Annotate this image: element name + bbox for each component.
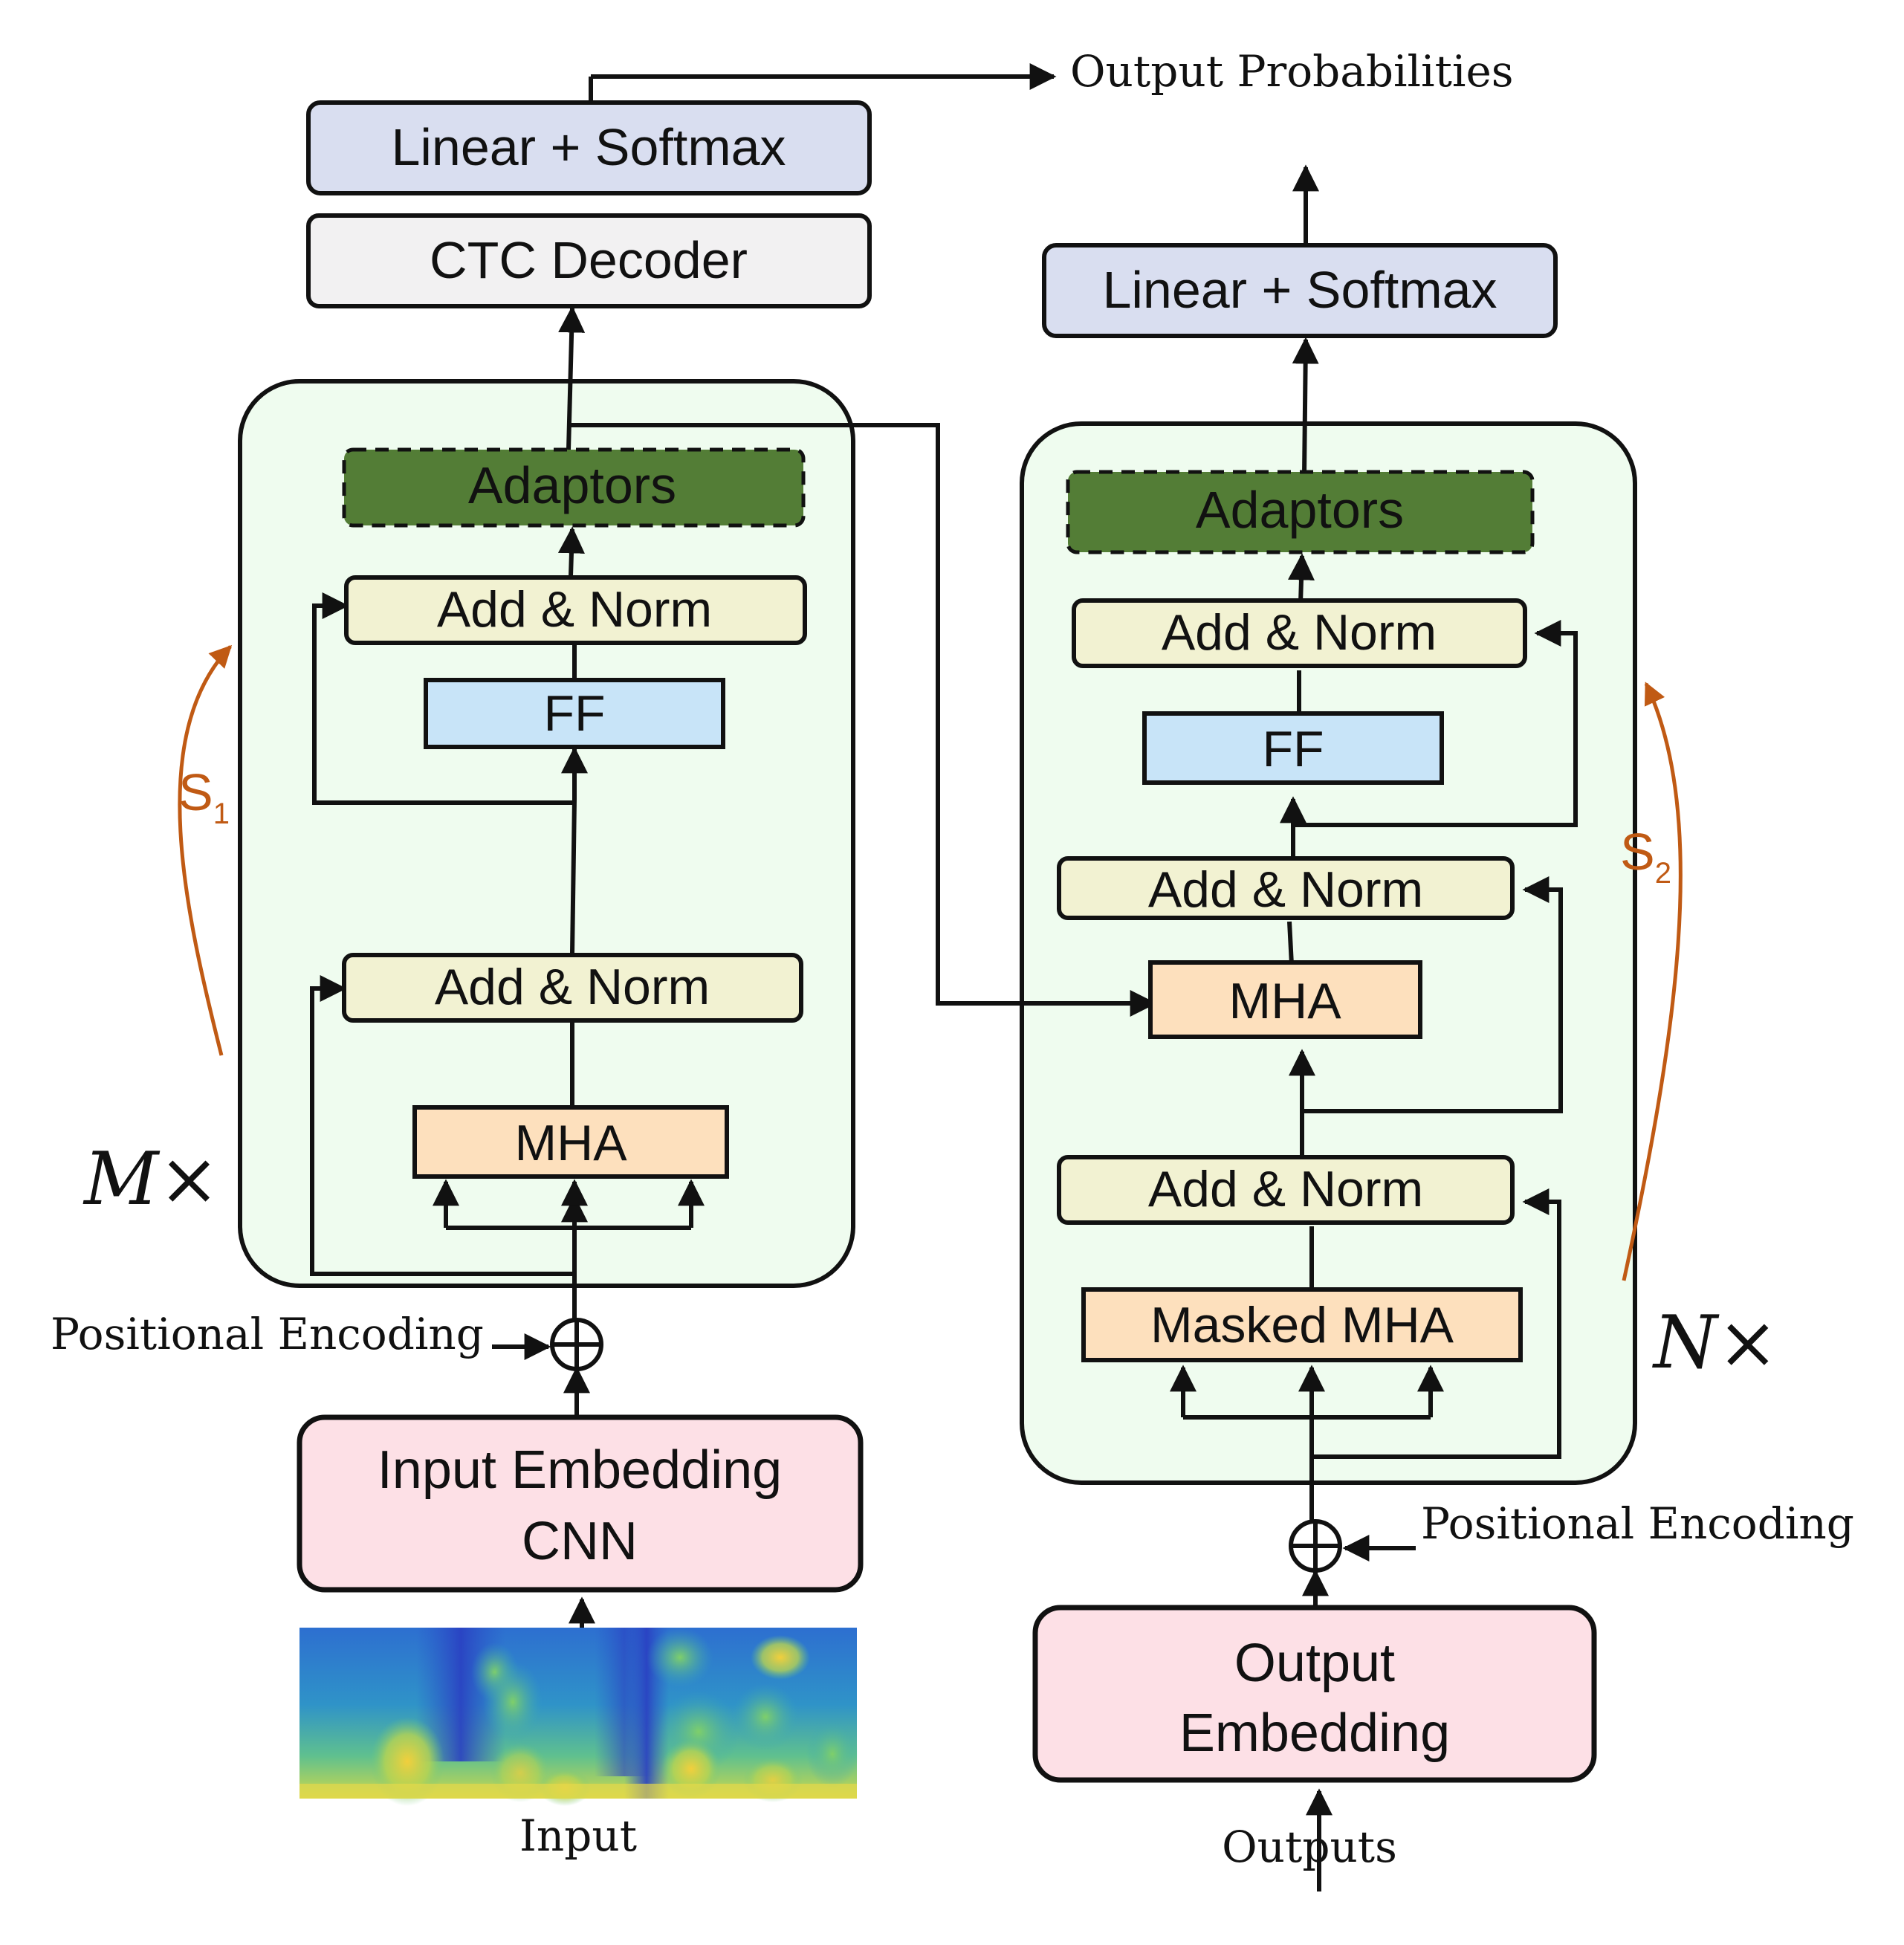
decoder-adaptors-label: Adaptors xyxy=(1196,481,1404,539)
encoder-mha-box xyxy=(412,1105,729,1179)
decoder-linear-softmax-label: Linear + Softmax xyxy=(1102,261,1497,319)
input-embedding-box xyxy=(297,1414,864,1593)
encoder-ff-label: FF xyxy=(543,685,605,742)
output-probabilities-label: Output Probabilities xyxy=(1070,46,1514,97)
masked-mha-box xyxy=(1081,1287,1523,1362)
encoder-connectors xyxy=(310,63,1157,1639)
decoder-positional-encoding-label: Positional Encoding xyxy=(1421,1498,1854,1549)
encoder-repeat-label: M× xyxy=(82,1137,219,1222)
decoder-ff-label: FF xyxy=(1262,721,1324,777)
output-embedding-label-line2: Embedding xyxy=(1179,1703,1450,1763)
encoder-adaptors-label: Adaptors xyxy=(468,456,676,514)
encoder-add-norm-top-label: Add & Norm xyxy=(437,581,712,638)
decoder-add-norm-bottom-label: Add & Norm xyxy=(1148,1161,1423,1217)
decoder-add-norm-top-box xyxy=(1072,598,1527,668)
decoder-add-norm-mid-label: Add & Norm xyxy=(1148,861,1423,918)
encoder-add-norm-top-box xyxy=(344,575,807,645)
decoder-repeat-label: N× xyxy=(1652,1301,1778,1385)
decoder-mha-box xyxy=(1148,960,1422,1039)
spectrogram-image xyxy=(299,1628,858,1806)
decoder-linear-softmax-box xyxy=(1042,243,1558,338)
masked-mha-label: Masked MHA xyxy=(1150,1297,1454,1353)
ctc-decoder-box xyxy=(306,213,872,308)
input-embedding-label-line2: CNN xyxy=(522,1512,638,1571)
encoder-linear-softmax-box xyxy=(306,100,872,195)
decoder-add-norm-mid-box xyxy=(1057,856,1515,920)
encoder-mha-label: MHA xyxy=(514,1115,627,1171)
ctc-decoder-label: CTC Decoder xyxy=(430,231,748,289)
encoder-positional-add-icon xyxy=(550,1318,603,1371)
output-embedding-label-line1: Output xyxy=(1234,1634,1395,1693)
decoder-ff-box xyxy=(1142,711,1444,785)
input-label: Input xyxy=(519,1810,637,1861)
encoder-adaptors-box xyxy=(342,447,806,528)
encoder-add-norm-bottom-label: Add & Norm xyxy=(435,959,710,1015)
decoder-add-norm-top-label: Add & Norm xyxy=(1162,604,1437,661)
encoder-positional-encoding-label: Positional Encoding xyxy=(51,1309,484,1359)
s1-arrow xyxy=(178,644,233,1056)
decoder-adaptors-box xyxy=(1066,470,1535,554)
encoder-ff-box xyxy=(424,678,725,749)
encoder-add-norm-bottom-box xyxy=(342,953,803,1023)
s2-arrow xyxy=(1622,682,1683,1281)
output-embedding-box xyxy=(1032,1605,1597,1783)
s1-label: S1 xyxy=(178,763,230,830)
s2-label: S2 xyxy=(1620,823,1671,890)
decoder-mha-label: MHA xyxy=(1228,973,1341,1029)
decoder-connectors xyxy=(1170,164,1578,1891)
encoder-linear-softmax-label: Linear + Softmax xyxy=(391,118,786,176)
input-embedding-label-line1: Input Embedding xyxy=(378,1440,782,1500)
outputs-label: Outputs xyxy=(1222,1822,1397,1872)
decoder-positional-add-icon xyxy=(1289,1519,1342,1573)
decoder-add-norm-bottom-box xyxy=(1057,1155,1515,1225)
